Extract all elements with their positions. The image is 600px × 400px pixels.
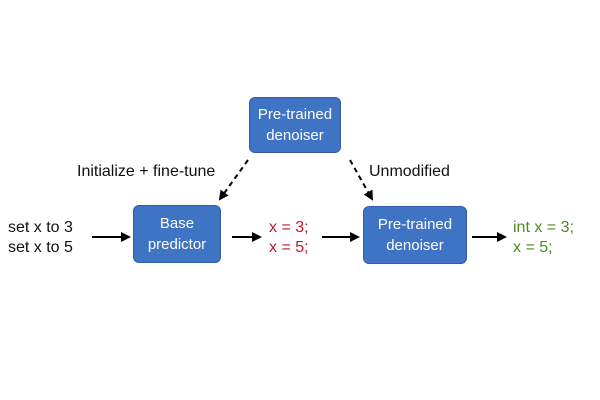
input-line2: set x to 5 [8,239,73,256]
output-text: int x = 3; x = 5; [513,218,574,258]
top-denoiser-line2: denoiser [266,127,324,144]
intermediate-line1: x = 3; [269,219,309,236]
input-line1: set x to 3 [8,219,73,236]
output-line2: x = 5; [513,239,553,256]
top-denoiser-line1: Pre-trained [257,106,333,123]
right-denoiser-line2: denoiser [386,237,444,254]
base-predictor-box: Base predictor [133,205,221,263]
init-finetune-arrow [218,159,249,201]
unmodified-label: Unmodified [369,163,450,180]
intermediate-line2: x = 5; [269,239,309,256]
right-denoiser-box: Pre-trained denoiser [363,206,467,264]
input-text: set x to 3 set x to 5 [8,218,73,258]
base-predictor-line2: predictor [147,236,207,253]
unmodified-arrow [349,159,373,201]
output-line1: int x = 3; [513,219,574,236]
base-predictor-line1: Base [159,215,195,232]
right-denoiser-line1: Pre-trained [377,216,453,233]
top-denoiser-box: Pre-trained denoiser [249,97,341,153]
intermediate-text: x = 3; x = 5; [269,218,309,258]
initialize-label: Initialize + fine-tune [77,163,216,180]
